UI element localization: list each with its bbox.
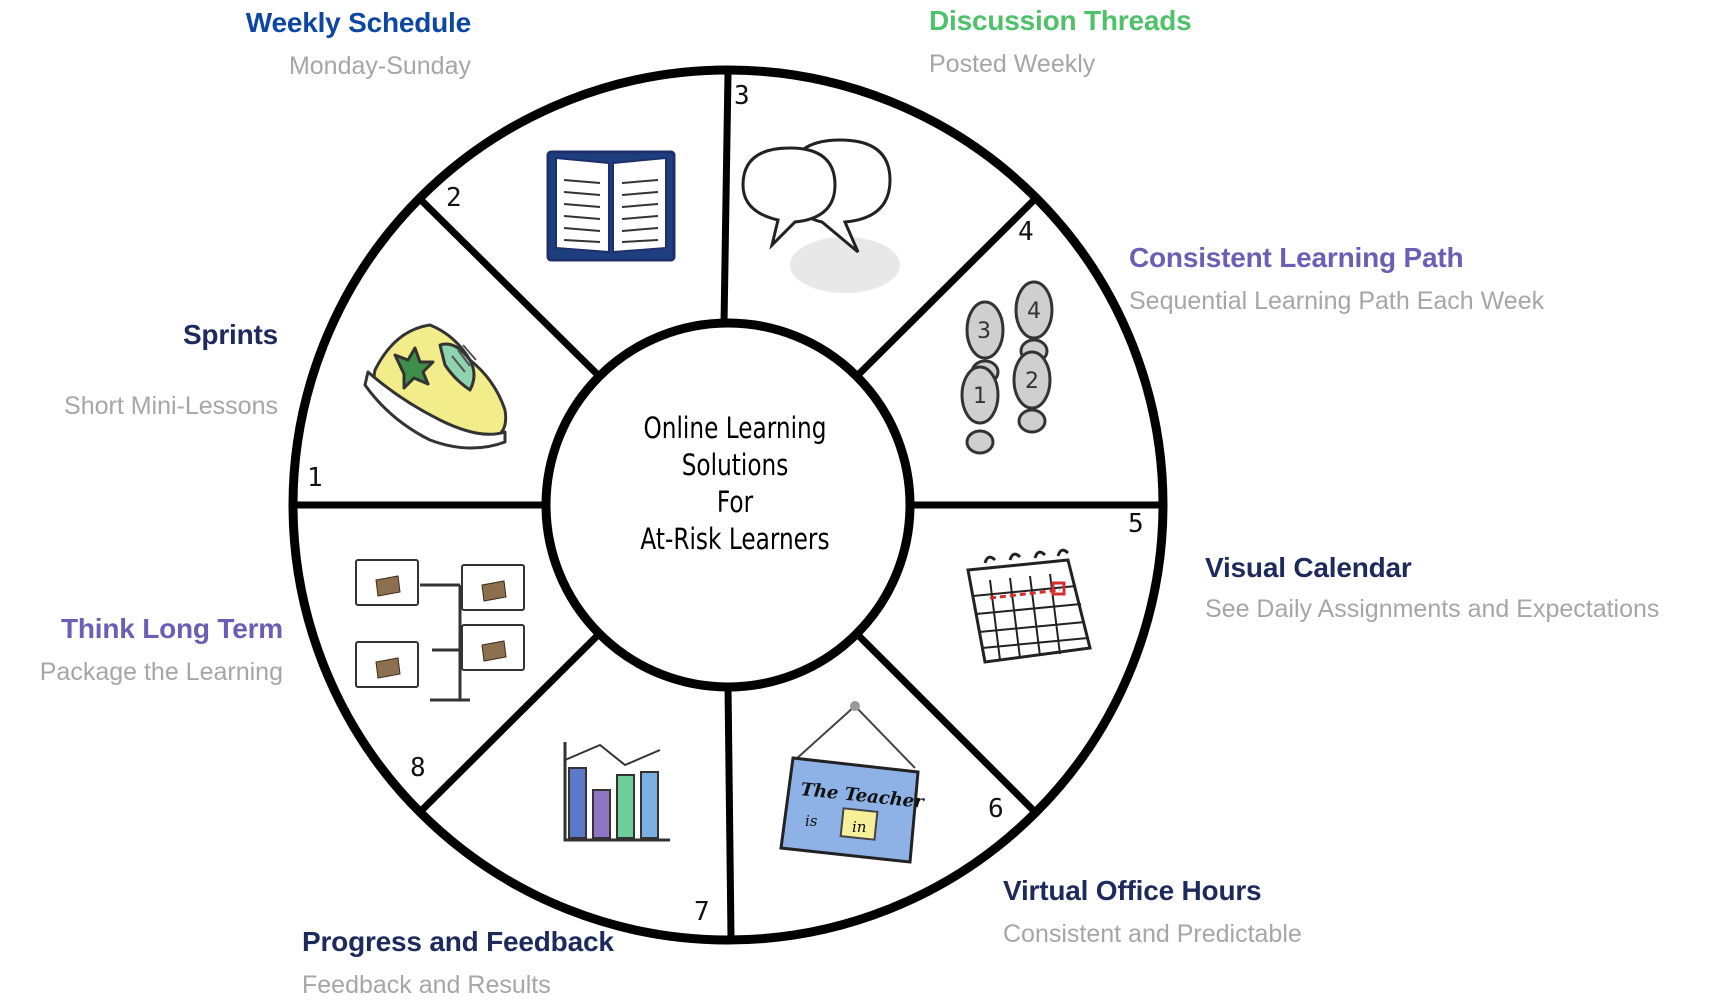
center-title-line: Solutions <box>681 448 789 482</box>
center-title-line: At-Risk Learners <box>640 522 830 556</box>
door-sign-icon: The Teacher is in <box>779 701 926 864</box>
segment-title: Visual Calendar <box>1205 552 1412 583</box>
segment-subtitle: Posted Weekly <box>929 50 1096 78</box>
segment-title: Weekly Schedule <box>245 7 471 38</box>
sign-text-in: in <box>852 818 866 836</box>
center-title-line: For <box>716 485 754 519</box>
segment-title: Progress and Feedback <box>302 926 614 957</box>
center-title: Online Learning Solutions For At-Risk Le… <box>619 410 851 558</box>
segment-subtitle: See Daily Assignments and Expectations <box>1205 595 1660 623</box>
segment-number-7: 7 <box>694 897 710 927</box>
running-shoe-icon <box>363 323 508 450</box>
segment-subtitle: Package the Learning <box>39 658 283 686</box>
segment-subtitle: Sequential Learning Path Each Week <box>1129 287 1545 315</box>
svg-text:3: 3 <box>977 319 991 344</box>
center-title-line: Online Learning <box>643 411 827 445</box>
segment-number-8: 8 <box>410 753 426 783</box>
segment-label-progress-and-feedback: Progress and Feedback Feedback and Resul… <box>302 925 614 1001</box>
segment-number-5: 5 <box>1128 509 1144 539</box>
svg-text:1: 1 <box>973 384 987 409</box>
calendar-icon <box>966 548 1092 664</box>
segment-subtitle: Monday-Sunday <box>288 52 471 80</box>
segment-subtitle: Feedback and Results <box>302 971 551 999</box>
segment-label-think-long-term: Think Long Term Package the Learning <box>40 612 283 688</box>
segment-title: Sprints <box>182 319 278 350</box>
segment-number-2: 2 <box>446 183 462 213</box>
center-circle <box>541 318 915 692</box>
segment-label-virtual-office-hours: Virtual Office Hours Consistent and Pred… <box>1003 874 1302 950</box>
segment-number-3: 3 <box>734 81 750 111</box>
segment-subtitle: Consistent and Predictable <box>1003 920 1302 948</box>
org-chart-icon <box>355 559 525 702</box>
speech-bubbles-icon <box>741 138 900 293</box>
segment-title: Discussion Threads <box>929 5 1192 36</box>
svg-text:2: 2 <box>1025 369 1039 394</box>
bar-chart-icon <box>563 742 670 842</box>
outer-ring <box>288 65 1168 945</box>
segment-label-visual-calendar: Visual Calendar See Daily Assignments an… <box>1205 551 1659 625</box>
svg-text:4: 4 <box>1027 299 1041 324</box>
segment-subtitle: Short Mini-Lessons <box>64 392 278 420</box>
segment-label-sprints: Sprints Short Mini-Lessons <box>64 318 278 422</box>
segment-label-discussion-threads: Discussion Threads Posted Weekly <box>929 4 1192 80</box>
segment-title: Think Long Term <box>60 613 283 644</box>
footprints-icon: 3 4 1 2 <box>960 280 1054 455</box>
segment-number-1: 1 <box>307 463 323 493</box>
segment-title: Consistent Learning Path <box>1129 242 1464 273</box>
segment-number-4: 4 <box>1018 217 1034 247</box>
segment-label-weekly-schedule: Weekly Schedule Monday-Sunday <box>246 6 471 82</box>
wheel-frame <box>288 65 1168 945</box>
open-book-icon <box>546 150 676 262</box>
segment-title: Virtual Office Hours <box>1003 875 1262 906</box>
sign-text-is: is <box>805 812 818 830</box>
segment-label-consistent-learning-path: Consistent Learning Path Sequential Lear… <box>1129 241 1544 317</box>
segment-number-6: 6 <box>988 794 1004 824</box>
